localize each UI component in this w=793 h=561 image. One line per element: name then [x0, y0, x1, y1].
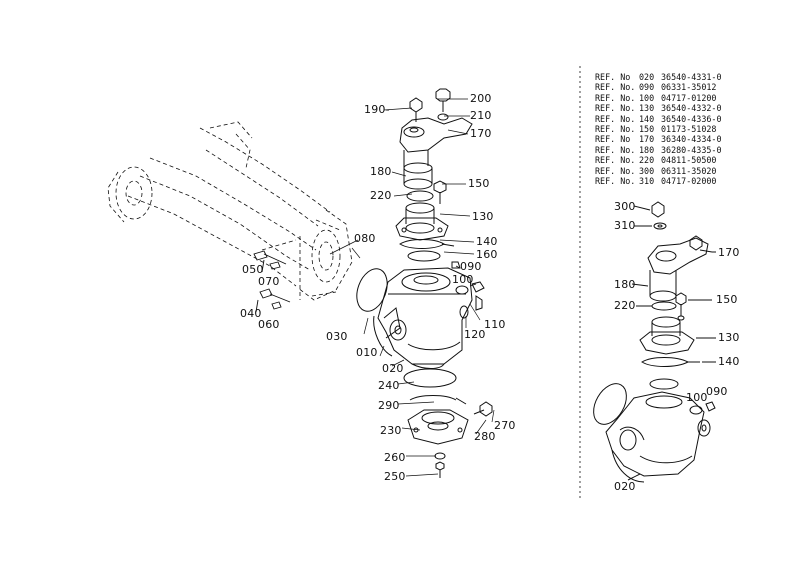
callout-080: 080: [354, 232, 376, 245]
callout-170: 170: [470, 127, 492, 140]
detail-callout-130: 130: [718, 331, 740, 344]
detail-callout-170: 170: [718, 246, 740, 259]
detail-callout-180: 180: [614, 278, 636, 291]
ref-number: 180: [639, 144, 655, 155]
part-number: 36340-4334-0: [661, 134, 722, 145]
part-number: 04811-50500: [661, 155, 717, 166]
ref-prefix: REF. No.: [595, 144, 636, 155]
callout-280: 280: [474, 430, 496, 443]
detail-callout-310: 310: [614, 219, 636, 232]
part-number: 36540-4336-0: [661, 113, 722, 124]
callout-180: 180: [370, 165, 392, 178]
callout-220: 220: [370, 189, 392, 202]
ref-number: 020: [639, 72, 655, 82]
ref-number: 310: [639, 176, 655, 187]
ref-number: 090: [639, 82, 655, 93]
part-number: 01173-51028: [661, 124, 717, 135]
part-number: 36280-4335-0: [661, 144, 722, 155]
ref-number: 140: [639, 113, 655, 124]
callout-250: 250: [384, 470, 406, 483]
ref-prefix: REF. No.: [595, 165, 636, 176]
callout-020: 020: [382, 362, 404, 375]
ref-number: 150: [639, 124, 655, 135]
ref-table-row: REF. No.220 04811-50500: [595, 155, 722, 165]
part-number: 06331-35012: [661, 82, 717, 93]
callout-230: 230: [380, 424, 402, 437]
part-number: 36540-4331-0: [661, 72, 722, 82]
ref-number: 130: [639, 103, 655, 114]
ref-table-row: REF. No.150 01173-51028: [595, 124, 722, 134]
callout-010: 010: [356, 346, 378, 359]
callout-200: 200: [470, 92, 492, 105]
callout-060: 060: [258, 318, 280, 331]
ref-prefix: REF. No: [595, 134, 631, 145]
callout-050: 050: [242, 263, 264, 276]
callout-270: 270: [494, 419, 516, 432]
ref-table-row: REF. No.180 36280-4335-0: [595, 145, 722, 155]
callout-120: 120: [464, 328, 486, 341]
ref-prefix: REF. No: [595, 72, 631, 82]
callout-160: 160: [476, 248, 498, 261]
ref-number: 300: [639, 165, 655, 176]
detail-callout-100: 100: [686, 391, 708, 404]
part-number: 36540-4332-0: [661, 103, 722, 114]
callout-070: 070: [258, 275, 280, 288]
part-number: 06311-35020: [661, 165, 717, 176]
ref-table-row: REF. No 170 36340-4334-0: [595, 134, 722, 144]
detail-callout-150: 150: [716, 293, 738, 306]
callout-140: 140: [476, 235, 498, 248]
callout-150: 150: [468, 177, 490, 190]
detail-callout-090: 090: [706, 385, 728, 398]
part-number: 04717-02000: [661, 176, 717, 187]
bolt-set-left: [253, 250, 291, 313]
callout-040: 040: [240, 307, 262, 320]
part-number: 04717-01200: [661, 92, 717, 103]
callout-130: 130: [472, 210, 494, 223]
callout-030: 030: [326, 330, 348, 343]
callout-100: 100: [452, 273, 474, 286]
ref-table-row: REF. No.310 04717-02000: [595, 176, 722, 186]
ref-table-row: REF. No.140 36540-4336-0: [595, 114, 722, 124]
leader-lines-main: [329, 98, 495, 477]
callout-090: 090: [460, 260, 482, 273]
ref-number: 220: [639, 155, 655, 166]
callout-260: 260: [384, 451, 406, 464]
ref-table-row: REF. No 020 36540-4331-0: [595, 72, 722, 82]
ref-number: 170: [639, 134, 655, 145]
callout-110: 110: [484, 318, 506, 331]
ref-number: 100: [639, 92, 655, 103]
ref-prefix: REF. No.: [595, 124, 636, 135]
detail-callout-220: 220: [614, 299, 636, 312]
ref-table-row: REF. No.100 04717-01200: [595, 93, 722, 103]
detail-callout-020: 020: [614, 480, 636, 493]
ref-prefix: REF. No.: [595, 176, 636, 187]
ref-prefix: REF. No.: [595, 113, 636, 124]
ref-table-row: REF. No.300 06311-35020: [595, 166, 722, 176]
detail-callout-140: 140: [718, 355, 740, 368]
ref-table-row: REF. No.130 36540-4332-0: [595, 103, 722, 113]
callout-190: 190-: [364, 103, 390, 116]
ref-table-row: REF. No.090 06331-35012: [595, 82, 722, 92]
main-stack-drawing: [356, 88, 493, 478]
detail-callout-300: 300: [614, 200, 636, 213]
callout-240: 240: [378, 379, 400, 392]
callout-290: 290: [378, 399, 400, 412]
ref-prefix: REF. No.: [595, 82, 636, 93]
ref-prefix: REF. No.: [595, 92, 636, 103]
ref-prefix: REF. No.: [595, 155, 636, 166]
callout-210: 210: [470, 109, 492, 122]
axle-housing-drawing: [107, 121, 353, 301]
ref-prefix: REF. No.: [595, 103, 636, 114]
detail-view-drawing: [593, 201, 716, 483]
